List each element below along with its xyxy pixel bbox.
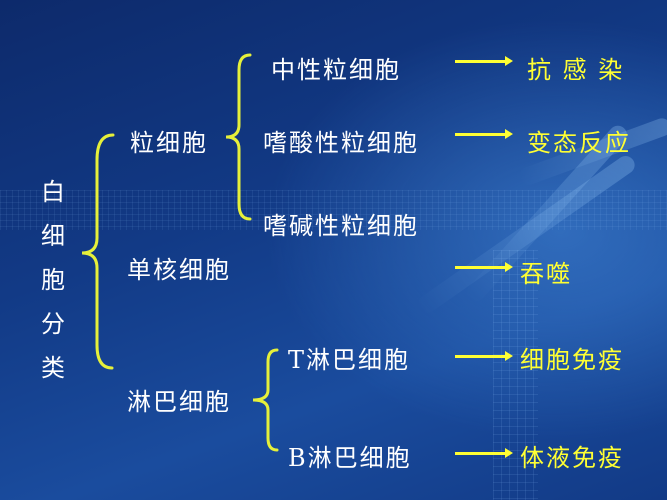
eosinophil-label: 嗜酸性粒细胞 — [263, 129, 419, 157]
b-lymphocyte-function: 体液免疫 — [520, 444, 624, 472]
t-lymphocyte-function: 细胞免疫 — [520, 346, 624, 374]
monocyte-function: 吞噬 — [520, 260, 572, 288]
lymphocyte-brace — [252, 348, 279, 452]
granulocyte-brace — [225, 53, 252, 221]
arrow-icon — [455, 56, 513, 66]
root-char: 类 — [41, 354, 65, 382]
arrow-icon — [455, 351, 513, 361]
basophil-label: 嗜碱性粒细胞 — [263, 212, 419, 240]
background-grid-band — [0, 190, 667, 230]
root-char: 分 — [41, 310, 65, 338]
arrow-icon — [455, 129, 513, 139]
root-char: 细 — [41, 222, 65, 250]
arrow-icon — [455, 448, 513, 458]
neutrophil-label: 中性粒细胞 — [271, 56, 401, 84]
arrow-icon — [455, 262, 513, 272]
root-brace — [81, 133, 115, 370]
eosinophil-function: 变态反应 — [527, 129, 631, 157]
t-lymphocyte-label: T淋巴细胞 — [288, 346, 411, 374]
root-label: 白 细 胞 分 类 — [38, 170, 68, 390]
lymphocyte-label: 淋巴细胞 — [127, 388, 231, 416]
root-char: 胞 — [41, 266, 65, 294]
monocyte-label: 单核细胞 — [127, 256, 231, 284]
root-char: 白 — [41, 178, 65, 206]
background-grid-column — [493, 250, 538, 500]
neutrophil-function: 抗 感 染 — [527, 56, 625, 84]
granulocyte-label: 粒细胞 — [130, 129, 208, 157]
b-lymphocyte-label: B淋巴细胞 — [288, 444, 412, 472]
